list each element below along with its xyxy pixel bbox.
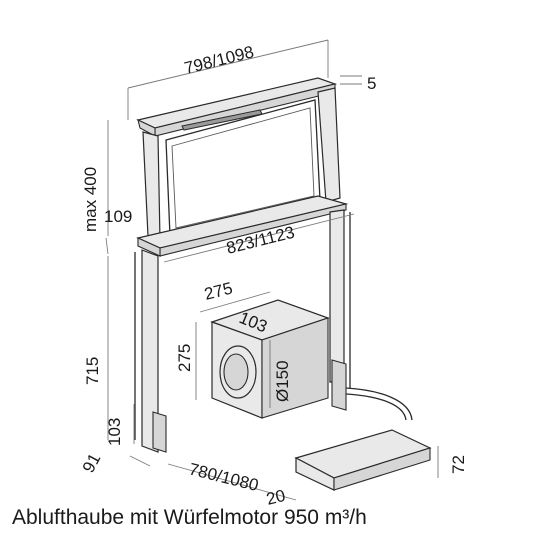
hood-top-bar (136, 77, 338, 137)
dim-motor-height: 275 (175, 344, 194, 372)
dim-bottom-91: 91 (79, 450, 105, 476)
hood-base-plate (136, 195, 349, 257)
exhaust-hose (345, 387, 413, 421)
dim-depth-109: 109 (104, 207, 132, 226)
dimension-lines (105, 39, 439, 501)
dim-motor-depth: 275 (202, 279, 234, 304)
electronic-box (294, 429, 432, 491)
right-column (329, 209, 351, 411)
motor-cube (210, 299, 330, 419)
dim-box-cut: 20 (264, 486, 287, 509)
dim-box-height: 72 (449, 455, 468, 474)
dim-motor-diameter: Ø150 (273, 360, 292, 402)
dim-width-top: 798/1098 (182, 42, 255, 78)
dim-width-bottom: 780/1080 (187, 459, 260, 495)
exhaust-hose-inner (345, 393, 407, 421)
left-column (134, 249, 167, 453)
dim-max-height: max 400 (81, 167, 100, 232)
dim-height-715: 715 (83, 357, 102, 385)
caption: Ablufthaube mit Würfelmotor 950 m³/h (12, 506, 367, 529)
dim-top-thickness: 5 (367, 74, 376, 93)
dim-bottom-103: 103 (105, 418, 124, 446)
